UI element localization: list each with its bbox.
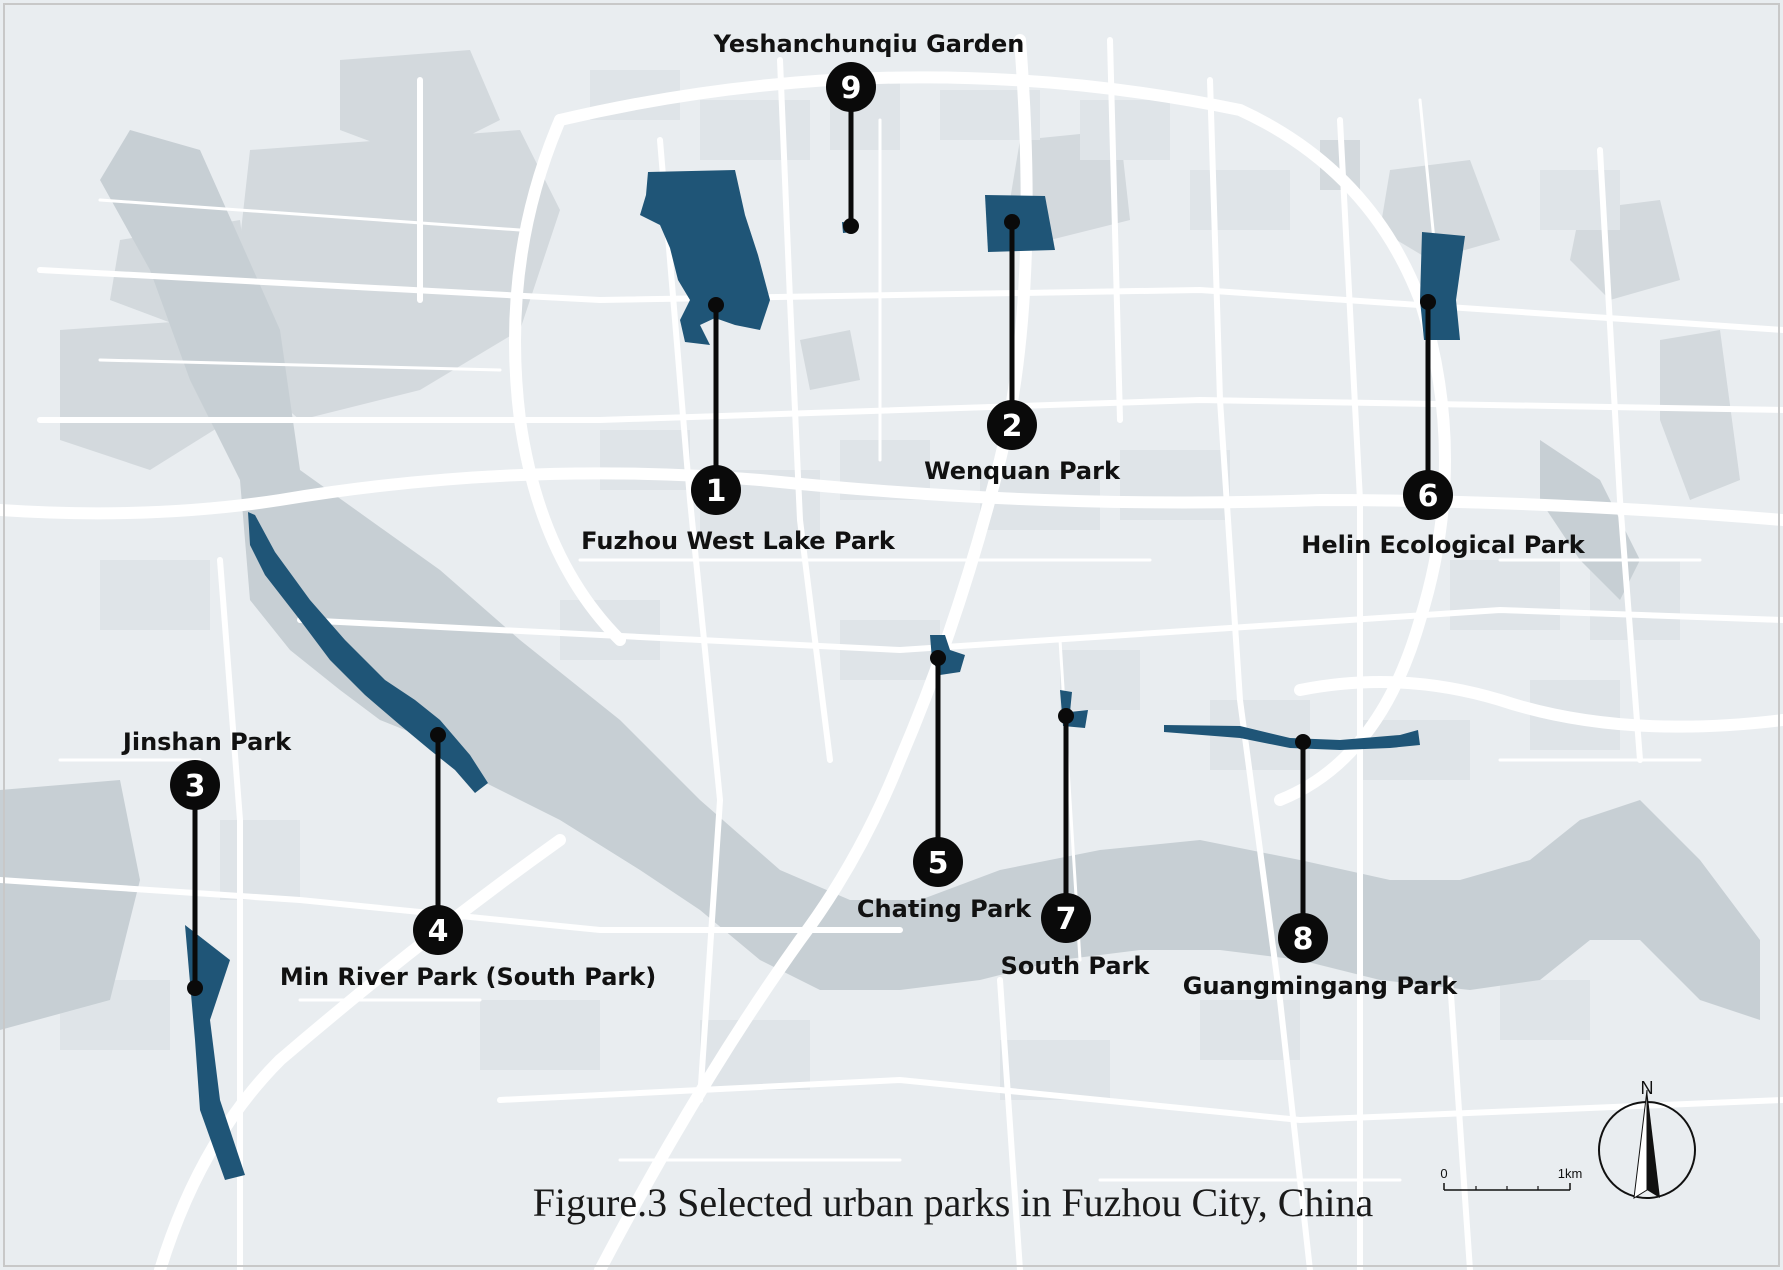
- figure-caption: Figure.3 Selected urban parks in Fuzhou …: [533, 1180, 1374, 1225]
- map-frame: [3, 3, 1780, 1267]
- park-label-9: Yeshanchunqiu Garden: [713, 30, 1025, 58]
- north-label: N: [1641, 1078, 1654, 1098]
- park-area-2: [985, 195, 1055, 252]
- park-label-3: Jinshan Park: [121, 728, 292, 756]
- svg-text:3: 3: [185, 769, 206, 804]
- leader-lines: [192, 87, 1431, 988]
- park-area-4: [248, 512, 488, 793]
- marker-9: 9: [826, 62, 876, 112]
- park-markers: 1 2 3 4 5 6 7 8 9: [170, 62, 1453, 963]
- marker-8: 8: [1278, 913, 1328, 963]
- park-area-1: [640, 170, 770, 345]
- leader-dots: [187, 214, 1436, 996]
- park-label-7: South Park: [1001, 952, 1151, 980]
- svg-text:7: 7: [1056, 902, 1077, 937]
- marker-3: 3: [170, 760, 220, 810]
- marker-2: 2: [987, 400, 1037, 450]
- svg-text:4: 4: [428, 914, 449, 949]
- scale-end-label: 1km: [1558, 1166, 1583, 1181]
- park-area-8: [1164, 725, 1420, 750]
- park-labels: Fuzhou West Lake Park Wenquan Park Jinsh…: [121, 30, 1586, 1000]
- marker-1: 1: [691, 465, 741, 515]
- svg-text:6: 6: [1418, 479, 1439, 514]
- park-area-6: [1420, 232, 1465, 340]
- north-arrow-icon: N: [1598, 1078, 1696, 1199]
- urban-blocks: [60, 70, 1680, 1100]
- svg-text:1: 1: [706, 474, 727, 509]
- marker-7: 7: [1041, 893, 1091, 943]
- park-label-4: Min River Park (South Park): [280, 963, 656, 991]
- marker-5: 5: [913, 837, 963, 887]
- park-label-1: Fuzhou West Lake Park: [581, 527, 896, 555]
- park-label-6: Helin Ecological Park: [1301, 531, 1585, 559]
- svg-text:8: 8: [1293, 922, 1314, 957]
- svg-text:9: 9: [841, 71, 862, 106]
- scale-start-label: 0: [1440, 1166, 1447, 1181]
- road-network: [0, 34, 1783, 1270]
- scale-bar: 0 1km: [1440, 1166, 1583, 1191]
- marker-6: 6: [1403, 470, 1453, 520]
- marker-4: 4: [413, 905, 463, 955]
- park-label-2: Wenquan Park: [924, 457, 1121, 485]
- park-label-8: Guangmingang Park: [1183, 972, 1459, 1000]
- svg-text:5: 5: [928, 846, 949, 881]
- svg-text:2: 2: [1002, 409, 1023, 444]
- park-label-5: Chating Park: [857, 895, 1032, 923]
